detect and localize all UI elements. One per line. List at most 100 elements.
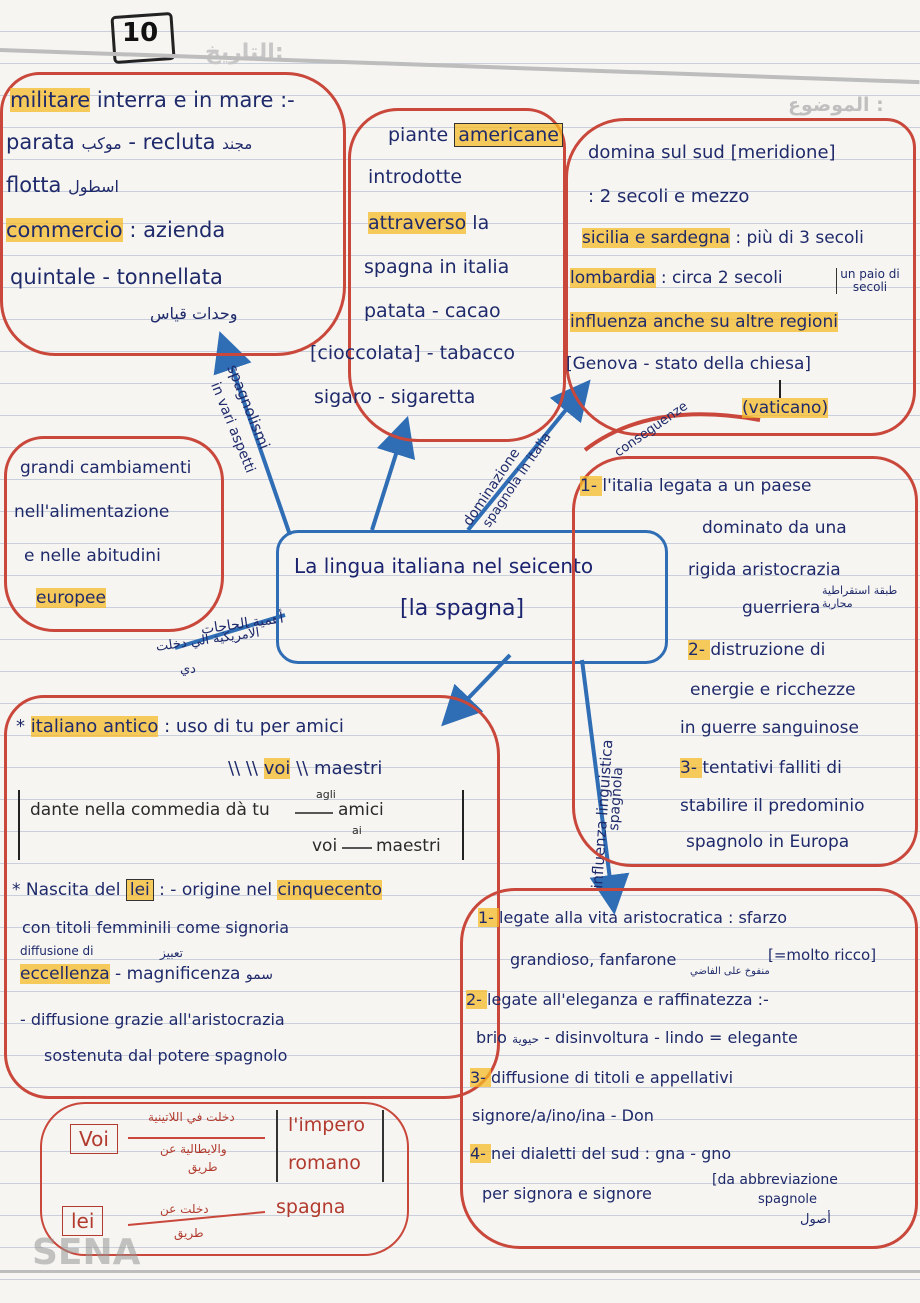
lombardia: lombardia: [570, 268, 656, 288]
impero: l'impero: [288, 1114, 366, 1136]
militare-label: militare: [10, 88, 91, 112]
militare-text: interra e in mare :-: [90, 88, 295, 112]
domina: domina sul sud [meridione]: [588, 142, 836, 163]
lei-ar-2: طريق: [174, 1226, 204, 1240]
europee: europee: [36, 588, 106, 608]
parata-ar: موكب: [81, 134, 122, 153]
voi-highlight: voi: [263, 758, 291, 779]
sicilia: sicilia e sardegna: [582, 228, 730, 248]
arrow-conseguenze: [583, 412, 761, 452]
domina-box: [565, 118, 916, 436]
americane: americane: [454, 123, 563, 147]
usul-ar: أصول: [800, 1212, 831, 1227]
maestri: \\ maestri: [290, 758, 383, 779]
num-3: 3-: [680, 758, 703, 778]
arrow-to-piante: [370, 415, 416, 531]
voi-ai: voi: [312, 836, 338, 856]
due-secoli: : circa 2 secoli: [655, 268, 783, 288]
romano: romano: [288, 1152, 361, 1174]
brio: brio: [476, 1028, 507, 1047]
influenza-regioni: influenza anche su altre regioni: [570, 312, 838, 332]
bottom-rule: [0, 1270, 920, 1273]
misure-ar: وحدات قياس: [150, 304, 238, 323]
predominio: stabilire il predominio: [680, 796, 865, 816]
manfukh-ar: منفوخ على الفاضي: [690, 966, 770, 977]
voi-ar-3: طريق: [188, 1160, 218, 1174]
num-2: 2-: [688, 640, 711, 660]
azienda: : azienda: [122, 218, 226, 242]
un-paio: un paio di secoli: [836, 268, 903, 294]
la: la: [466, 212, 490, 234]
num-1: 1-: [580, 476, 603, 496]
page-number: 10: [122, 18, 159, 48]
arrow-to-grandi: [174, 613, 286, 650]
lei-boxed: lei: [125, 879, 154, 901]
sfarzo: : sfarzo: [722, 908, 787, 927]
cinquecento: cinquecento: [277, 880, 382, 900]
center-subtitle: [la spagna]: [400, 596, 525, 621]
tre-secoli: : più di 3 secoli: [729, 228, 864, 248]
sostenuta: sostenuta dal potere spagnolo: [44, 1046, 288, 1065]
sumuw-ar: سمو: [245, 967, 273, 983]
watermark: SENA: [32, 1232, 141, 1273]
grandioso: grandioso, fanfarone: [510, 950, 677, 969]
sigaro: sigaro - sigaretta: [314, 386, 476, 408]
lei-ar-1: دخلت عن: [160, 1202, 209, 1216]
voi-ar-1: دخلت في اللاتينية: [148, 1110, 235, 1124]
arrow-to-militare: [213, 331, 292, 536]
guerriera-ar: طبقة استقراطية محاربة: [822, 584, 898, 610]
infl-num-1: 1-: [478, 908, 500, 927]
piante: piante: [388, 124, 455, 146]
nell-alimentazione: nell'alimentazione: [14, 502, 170, 522]
conseguenze-box: [572, 456, 918, 867]
uso-tu: : uso di tu per amici: [158, 716, 344, 737]
tentativi: tentativi falliti di: [702, 758, 842, 778]
infl-num-4: 4-: [470, 1144, 492, 1163]
subject-label: الموضوع :: [788, 94, 884, 116]
importanza-ar-3: دي: [180, 662, 196, 677]
dialetti: nei dialetti del sud: [491, 1144, 640, 1163]
origine: : - origine nel: [153, 880, 278, 900]
eleganza: legate all'eleganza e raffinatezza: [487, 990, 753, 1009]
spagna-red: spagna: [276, 1196, 346, 1218]
arrow-lei-spagna: [127, 1211, 266, 1226]
influenza-box: [460, 888, 918, 1249]
disinvoltura: - disinvoltura - lindo = elegante: [539, 1028, 798, 1047]
nascita: * Nascita del: [12, 880, 126, 900]
spagna-in-italia: spagna in italia: [364, 256, 510, 278]
agli: agli: [316, 788, 336, 801]
patata-cacao: patata - cacao: [364, 300, 501, 322]
introdotte: introdotte: [368, 166, 463, 188]
commercio-label: commercio: [6, 218, 123, 242]
center-title: La lingua italiana nel seicento: [294, 554, 594, 578]
abitudini: e nelle abitudini: [24, 546, 161, 566]
lei-boxed-red: lei: [62, 1206, 104, 1236]
recluta: - recluta: [121, 130, 223, 154]
voi-boxed: Voi: [70, 1124, 118, 1154]
titoli-femminili: con titoli femminili come signoria: [22, 918, 290, 937]
ditto-marks: \\ \\: [228, 758, 264, 779]
signore: signore/a/ino/ina - Don: [472, 1106, 654, 1125]
voi-ar-2: والايطالية عن: [160, 1142, 227, 1156]
dante: dante nella commedia dà tu: [30, 800, 270, 820]
piante-box: [348, 108, 566, 442]
italiano-antico: italiano antico: [30, 716, 159, 737]
per-signora: per signora e signore: [482, 1184, 652, 1203]
rigida: rigida aristocrazia: [688, 560, 841, 580]
eccellenza: eccellenza: [20, 964, 110, 984]
italia-legata: l'italia legata a un paese: [602, 476, 812, 496]
titoli: diffusione di titoli e appellativi: [491, 1068, 734, 1087]
ai: ai: [352, 824, 362, 837]
cioccolata: [cioccolata] - tabacco: [310, 342, 515, 364]
tamyiz-ar: تعبيز: [160, 946, 183, 960]
guerriera: guerriera: [742, 598, 821, 618]
guerre: in guerre sanguinose: [680, 718, 859, 738]
amici: amici: [338, 800, 384, 820]
abbreviazione: [da abbreviazione: [712, 1172, 838, 1188]
infl-num-3: 3-: [470, 1068, 492, 1087]
dominato: dominato da una: [702, 518, 847, 538]
distruzione: distruzione di: [710, 640, 826, 660]
vita-aristocratica: legate alla vita aristocratica: [499, 908, 723, 927]
parata: parata: [6, 130, 75, 154]
